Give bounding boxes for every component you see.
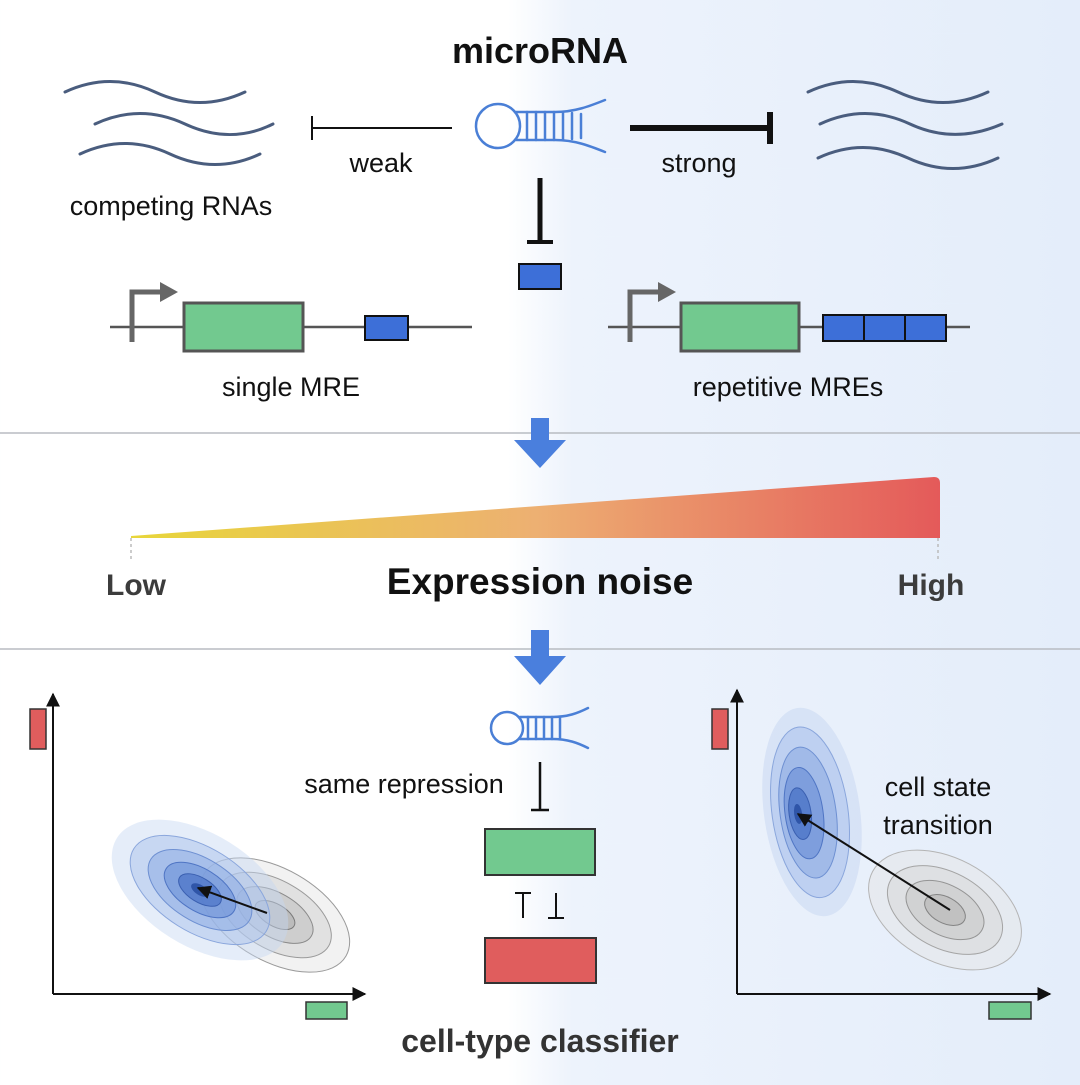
competing-rnas-icon	[63, 80, 275, 166]
same-repression-label: same repression	[304, 769, 504, 799]
cell-type-classifier-label: cell-type classifier	[401, 1023, 678, 1059]
single-mre-label: single MRE	[222, 372, 360, 402]
green-gene-box	[484, 828, 596, 876]
weak-label: weak	[348, 148, 413, 178]
red-gene-box	[484, 937, 597, 984]
down-arrow-icon	[514, 418, 566, 468]
gene-box-left	[182, 301, 305, 353]
mre-single-box	[364, 315, 409, 341]
target-rnas-icon	[806, 80, 1004, 170]
same-repression-inhibition-line	[531, 762, 549, 812]
mre-block	[518, 263, 562, 290]
gene-box-right	[679, 301, 801, 353]
cell-state-label-line2: transition	[883, 810, 993, 840]
repetitive-mres-construct	[608, 282, 970, 353]
right-density-plot: cell state transition	[711, 688, 1052, 1020]
strong-inhibition-line	[630, 112, 773, 144]
noise-title: Expression noise	[387, 561, 693, 602]
microrna-hairpin-icon	[474, 98, 607, 154]
left-density-plot	[29, 692, 367, 1020]
weak-inhibition-line	[311, 116, 452, 140]
noise-high-label: High	[898, 569, 965, 602]
competing-rnas-label: competing RNAs	[70, 191, 273, 221]
mutual-inhibition-icon	[515, 892, 564, 919]
green-marker-box	[988, 1001, 1032, 1020]
down-arrow-icon	[514, 630, 566, 685]
mre-repression-line	[527, 178, 553, 244]
strong-label: strong	[661, 148, 736, 178]
repetitive-mres-label: repetitive MREs	[693, 372, 884, 402]
noise-gradient-wedge	[131, 477, 940, 538]
red-marker-box	[711, 708, 729, 750]
green-marker-box	[305, 1001, 348, 1020]
mre-repeat-box	[822, 314, 947, 342]
microrna-hairpin-small-icon	[489, 706, 590, 750]
cell-state-label-line1: cell state	[885, 772, 992, 802]
red-marker-box	[29, 708, 47, 750]
noise-low-label: Low	[106, 569, 167, 602]
title-microrna: microRNA	[452, 30, 628, 71]
single-mre-construct	[110, 282, 472, 353]
